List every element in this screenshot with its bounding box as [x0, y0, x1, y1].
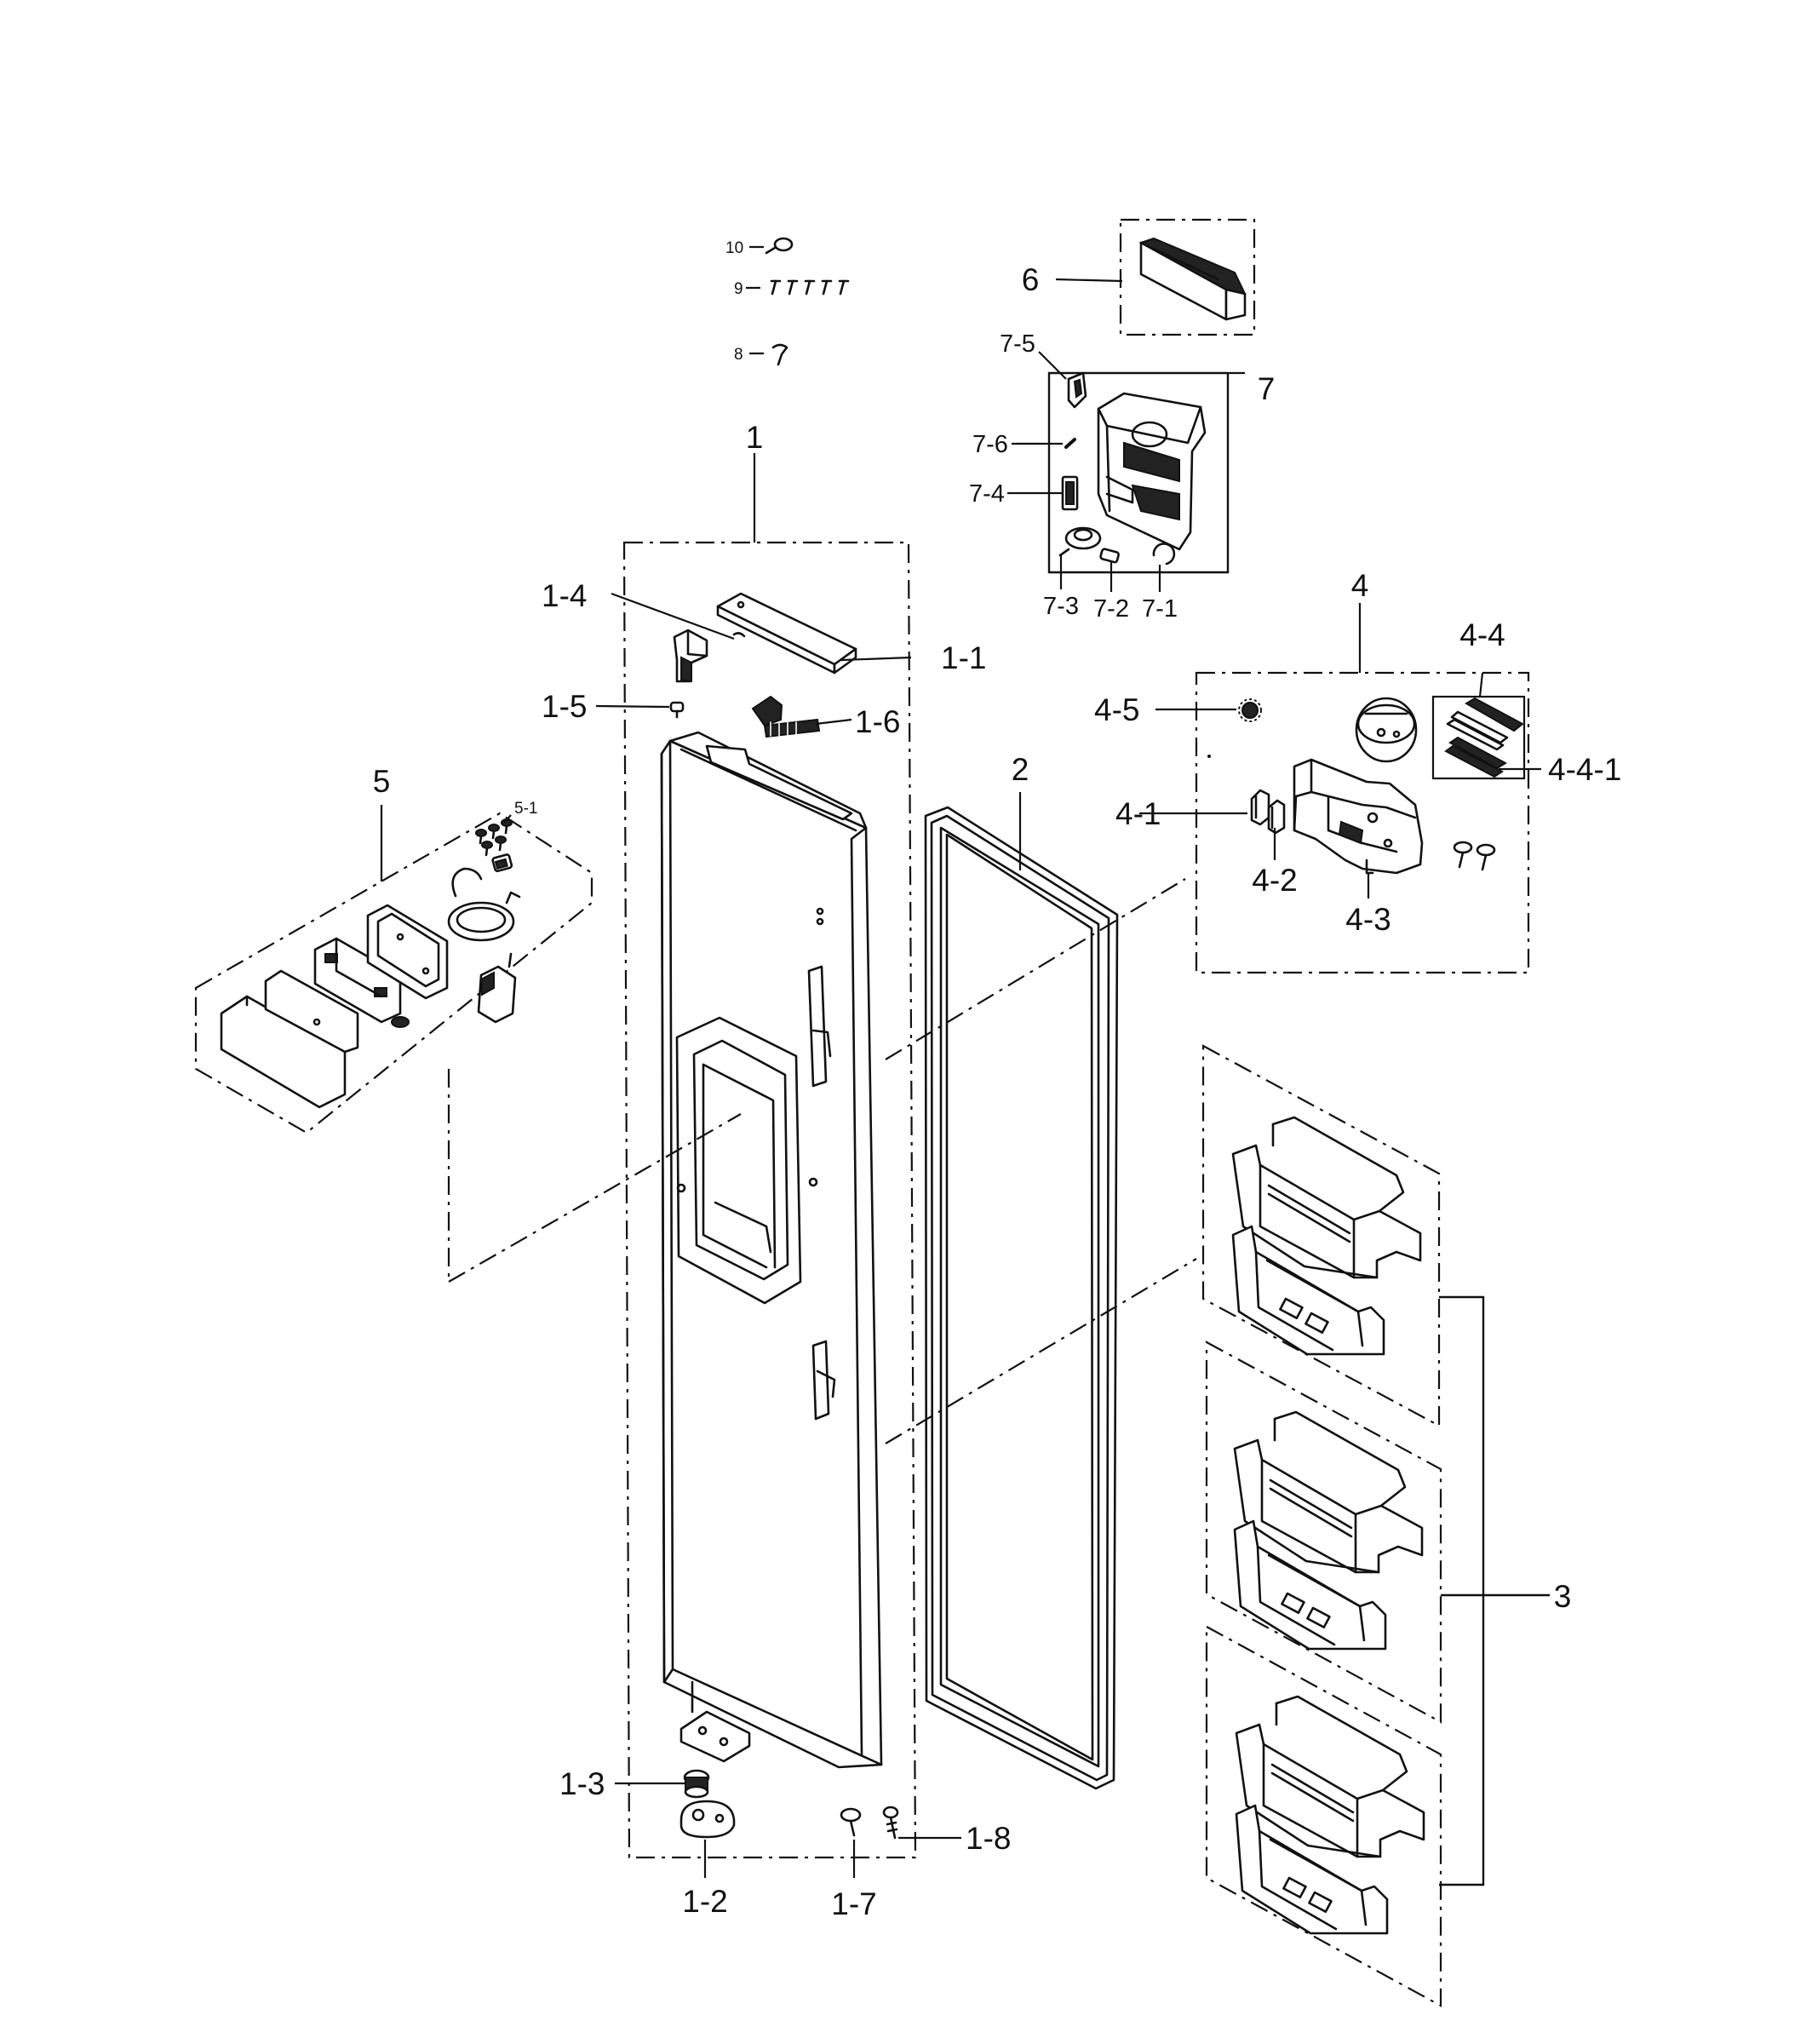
part-1-1-top-cover: [716, 592, 857, 675]
label-4-2: 4-2: [1252, 863, 1297, 898]
label-7-6: 7-6: [972, 431, 1008, 458]
part-7-2-spacer: [1099, 548, 1120, 564]
label-4: 4: [1351, 568, 1369, 603]
bin-bracket: [1439, 1295, 1485, 1886]
part-4-4-1-rollers: [1444, 736, 1508, 778]
label-1-5: 1-5: [542, 689, 587, 724]
label-4-3: 4-3: [1345, 902, 1391, 937]
bin-group-3-boundary: [1205, 1625, 1442, 2007]
label-7-3: 7-3: [1043, 593, 1079, 620]
label-7: 7: [1258, 371, 1276, 406]
label-1-2: 1-2: [682, 1884, 727, 1919]
label-7-1: 7-1: [1142, 595, 1178, 623]
bin-group-3: [1235, 1695, 1425, 1935]
part-5-housing: [366, 904, 449, 1000]
part-1-6-actuator: [751, 695, 821, 738]
label-7-2: 7-2: [1093, 595, 1129, 623]
part-9-screws: [746, 279, 850, 296]
label-1-7: 1-7: [831, 1886, 876, 1921]
label-2: 2: [1012, 752, 1029, 787]
label-1-4: 1-4: [542, 578, 587, 613]
label-7-4: 7-4: [969, 480, 1005, 508]
part-7-4-bracket: [1061, 475, 1079, 511]
label-4-4-1: 4-4-1: [1548, 752, 1621, 787]
part-7-1-ring: [1152, 543, 1176, 566]
part-5-switch: [477, 952, 517, 1024]
part-6-cover: [1138, 237, 1247, 321]
label-3: 3: [1554, 1579, 1572, 1614]
label-1-3: 1-3: [559, 1766, 605, 1801]
part-7-auger-housing: [1097, 392, 1207, 551]
label-4-5: 4-5: [1094, 692, 1139, 727]
part-5-ring: [447, 867, 521, 942]
label-10: 10: [725, 239, 743, 257]
part-4-1-clip: [1250, 789, 1270, 826]
part-1-2-hinge-cap: [680, 1800, 736, 1839]
door-bin-upper: [1231, 1116, 1422, 1279]
part-5-1-screws: [475, 818, 513, 857]
label-9: 9: [734, 280, 743, 298]
part-4-4-frame: [1431, 695, 1526, 780]
label-1-6: 1-6: [855, 704, 900, 739]
part-5-boundary: [194, 812, 593, 1134]
bin-group-1-boundary: [1201, 1044, 1441, 1427]
label-4-4: 4-4: [1459, 617, 1505, 652]
part-1-7-screw: [840, 1807, 862, 1837]
part-4-5-knob: [1238, 698, 1262, 722]
label-5-1: 5-1: [514, 800, 537, 818]
door-bin-lower: [1231, 1225, 1385, 1356]
part-1-8-screw: [882, 1806, 899, 1840]
bin-group-2-boundary: [1205, 1341, 1442, 1724]
part-1-3-bushing: [683, 1769, 710, 1799]
label-6: 6: [1022, 262, 1040, 297]
part-8-screw: [749, 343, 788, 366]
part-5-connector: [491, 853, 513, 873]
part-6-boundary: [1119, 218, 1256, 336]
label-1-1: 1-1: [941, 640, 986, 675]
part-4-boundary: [1195, 671, 1530, 974]
part-1-5-screw: [669, 701, 685, 719]
part-4-lid: [1355, 697, 1418, 763]
part-1-4-hinge: [673, 629, 746, 683]
door-panel: [660, 731, 883, 1769]
part-7-3-gear: [1058, 526, 1102, 557]
part-7-boundary: [1047, 371, 1230, 574]
dispenser-recess: [675, 1016, 802, 1305]
label-8: 8: [734, 346, 743, 364]
bin-group-2: [1233, 1410, 1424, 1651]
part-7-5-lever: [1067, 371, 1087, 409]
door-assembly-boundary: [622, 541, 917, 1859]
part-5-front-panel: [220, 969, 359, 1109]
part-4-2-clip: [1267, 799, 1286, 835]
label-7-5: 7-5: [1000, 330, 1035, 358]
part-5-board: [313, 937, 410, 1028]
label-1: 1: [746, 420, 764, 455]
label-1-8: 1-8: [966, 1821, 1011, 1856]
part-4-3-housing: [1293, 758, 1424, 875]
part-7-6-pin: [1064, 438, 1076, 449]
part-4-4-rollers: [1446, 697, 1524, 751]
label-4-1: 4-1: [1115, 796, 1161, 831]
bin-group-1: [1231, 1116, 1422, 1356]
label-5: 5: [373, 764, 391, 799]
part-4-screws: [1453, 841, 1496, 871]
part-10-screw: [749, 237, 794, 255]
part-2-gasket: [924, 806, 1119, 1790]
